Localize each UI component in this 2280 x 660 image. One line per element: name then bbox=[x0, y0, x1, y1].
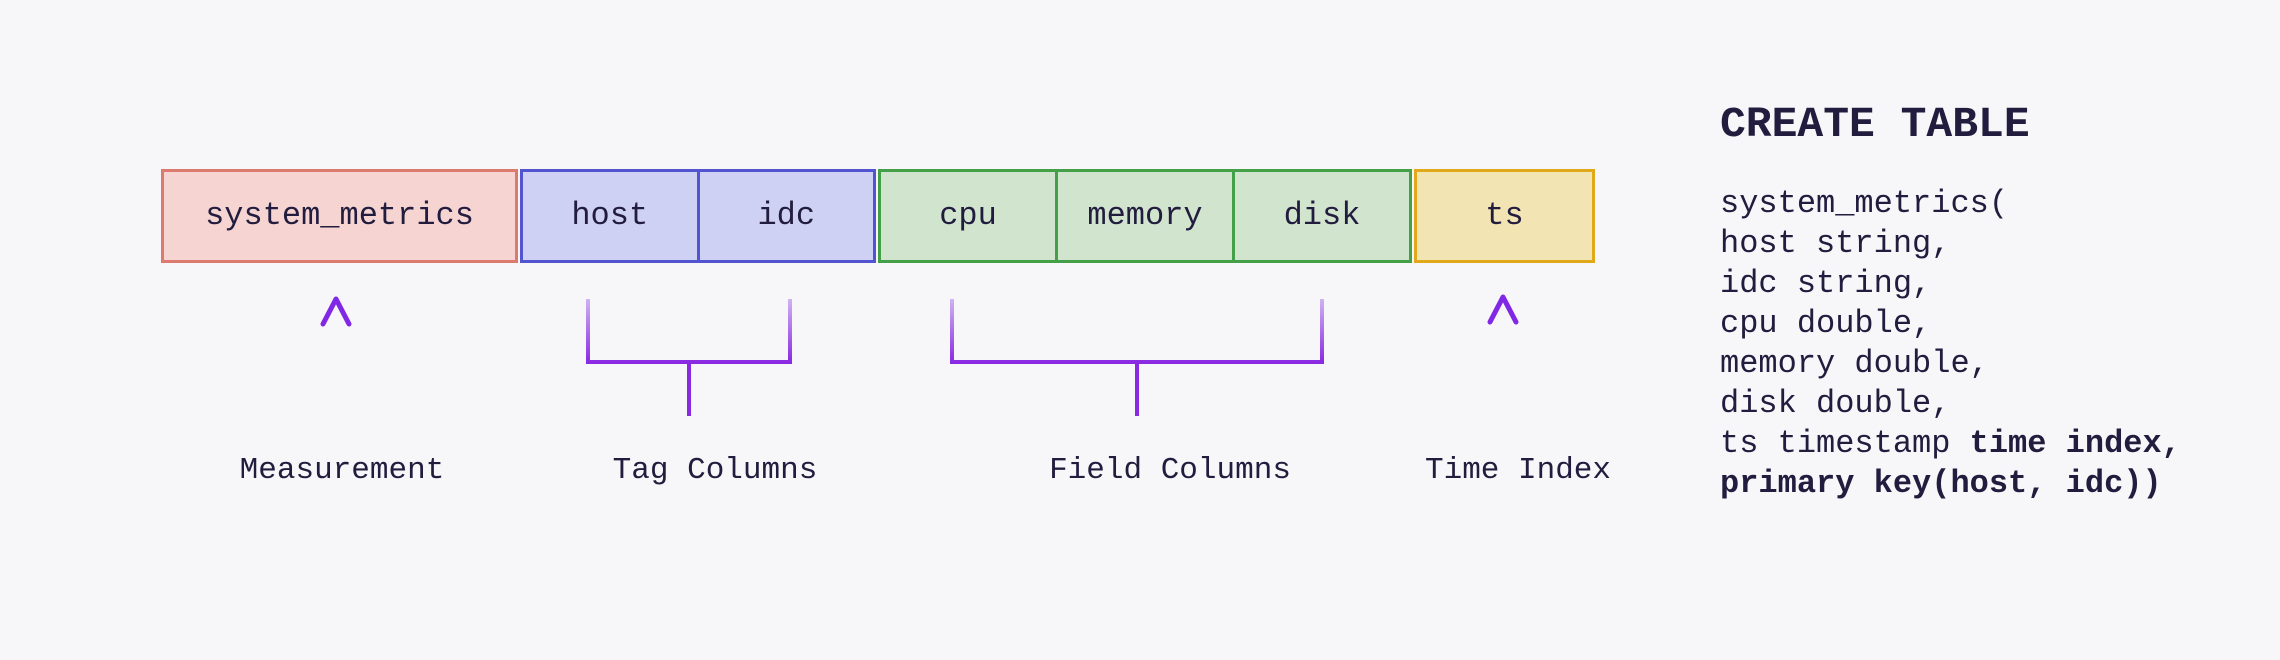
sql-panel: CREATE TABLE system_metrics( host string… bbox=[1720, 100, 2181, 504]
field-columns-label: Field Columns bbox=[1049, 453, 1291, 488]
sql-code-block: system_metrics( host string, idc string,… bbox=[1720, 184, 2181, 504]
measurement-arrow-icon bbox=[320, 296, 352, 413]
tag-cell-host: host bbox=[571, 197, 649, 234]
field-cell-cpu: cpu bbox=[939, 197, 997, 234]
measurement-cell: system_metrics bbox=[205, 197, 474, 234]
tag-columns-label: Tag Columns bbox=[612, 453, 818, 488]
sql-line: memory double, bbox=[1720, 345, 1989, 382]
sql-line: host string, bbox=[1720, 225, 1951, 262]
measurement-label: Measurement bbox=[239, 453, 445, 488]
time-index-arrow-icon bbox=[1487, 294, 1519, 413]
sql-line: ts timestamp time index, bbox=[1720, 425, 2181, 462]
schema-bar: system_metrics host idc cpu memory disk … bbox=[161, 169, 1595, 263]
tag-cell-idc: idc bbox=[696, 172, 874, 260]
time-cell-ts: ts bbox=[1485, 197, 1524, 234]
sql-line: idc string, bbox=[1720, 265, 1932, 302]
tag-columns-bracket-icon bbox=[586, 299, 792, 416]
time-index-label: Time Index bbox=[1424, 453, 1612, 488]
sql-line: primary key(host, idc)) bbox=[1720, 465, 2162, 502]
field-cell-disk: disk bbox=[1232, 172, 1409, 260]
field-columns-bracket-icon bbox=[950, 299, 1324, 416]
sql-line: cpu double, bbox=[1720, 305, 1932, 342]
time-index-box: ts bbox=[1414, 169, 1595, 263]
sql-heading: CREATE TABLE bbox=[1720, 100, 2030, 149]
sql-line: disk double, bbox=[1720, 385, 1951, 422]
measurement-box: system_metrics bbox=[161, 169, 518, 263]
field-cell-memory: memory bbox=[1055, 172, 1232, 260]
tag-columns-box: host idc bbox=[520, 169, 876, 263]
sql-line: system_metrics( bbox=[1720, 185, 2009, 222]
field-columns-box: cpu memory disk bbox=[878, 169, 1412, 263]
